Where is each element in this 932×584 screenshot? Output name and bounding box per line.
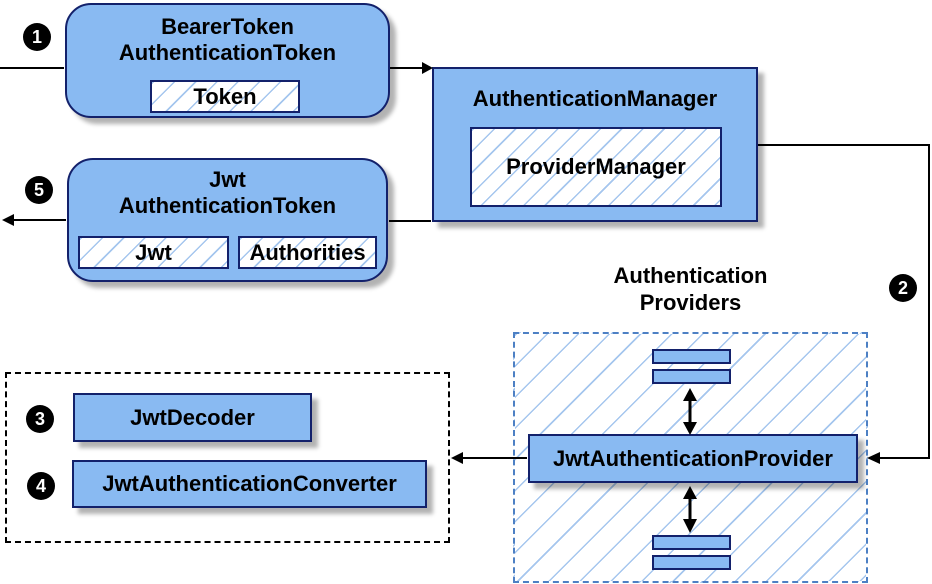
jwt-authentication-token-title: Jwt AuthenticationToken — [118, 167, 337, 218]
jwt-decoder-node: JwtDecoder — [73, 393, 312, 442]
authentication-providers-heading: Authentication Providers — [613, 263, 768, 315]
jwt-label: Jwt — [135, 239, 172, 265]
authentication-manager-node: AuthenticationManager ProviderManager — [432, 67, 758, 222]
jwt-authentication-converter-node: JwtAuthenticationConverter — [72, 460, 427, 508]
jwt-authentication-provider-label: JwtAuthenticationProvider — [553, 445, 833, 471]
step-1-badge: 1 — [23, 23, 51, 51]
authorities-label: Authorities — [249, 239, 366, 265]
jwt-authentication-provider-node: JwtAuthenticationProvider — [528, 434, 858, 483]
step5-outgoing-arrow — [2, 214, 66, 226]
bearer-token-title: BearerToken AuthenticationToken — [118, 14, 337, 65]
bearer-token-node: BearerToken AuthenticationToken Token — [65, 3, 390, 118]
provider-manager-label: ProviderManager — [506, 154, 686, 179]
provider-stub-bar-3 — [652, 535, 731, 550]
provider-stub-bar-4 — [652, 555, 731, 570]
provider-stub-bar-1 — [652, 349, 731, 364]
token-label: Token — [193, 83, 257, 109]
jwt-authentication-token-node: Jwt AuthenticationToken Jwt Authorities — [67, 158, 388, 282]
step-4-badge: 4 — [27, 472, 55, 500]
jwt-field: Jwt — [78, 236, 229, 269]
provider-stub-bar-2 — [652, 369, 731, 384]
authorities-field: Authorities — [238, 236, 377, 269]
token-field: Token — [150, 80, 300, 113]
jwt-authentication-converter-label: JwtAuthenticationConverter — [102, 471, 397, 496]
step-5-badge: 5 — [25, 176, 53, 204]
provider-manager-field: ProviderManager — [470, 127, 722, 207]
step-2-badge: 2 — [889, 274, 917, 302]
jwt-decoder-label: JwtDecoder — [130, 404, 255, 430]
step-3-badge: 3 — [26, 405, 54, 433]
bearer-to-manager-arrow — [390, 62, 433, 74]
authentication-manager-title: AuthenticationManager — [472, 86, 718, 111]
